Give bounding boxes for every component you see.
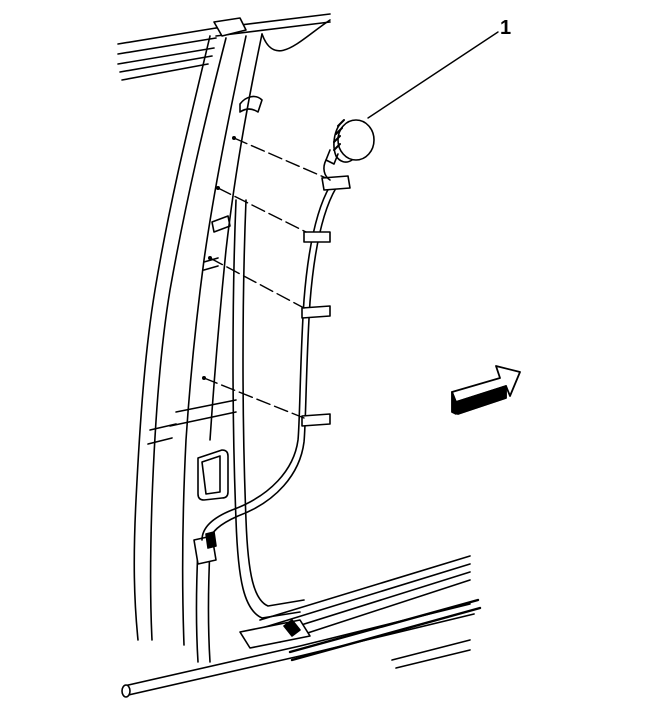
callout-label-1: 1: [500, 17, 512, 39]
wire-clip-2: [303, 231, 331, 243]
pillar-holes: [202, 136, 236, 380]
wire-clip-3: [301, 305, 331, 319]
alignment-lines: [203, 137, 327, 419]
roof-rail: [117, 13, 331, 81]
direction-arrow-icon: [451, 365, 521, 415]
lower-harness: [193, 531, 217, 663]
wire-clip-4: [301, 413, 331, 427]
door-sill: [121, 555, 482, 698]
pillar-body: [133, 19, 331, 646]
connector-component: [323, 119, 375, 181]
wire-clips: [301, 175, 351, 427]
wire-harness: [201, 185, 337, 543]
callout-leader-line: [367, 31, 499, 119]
